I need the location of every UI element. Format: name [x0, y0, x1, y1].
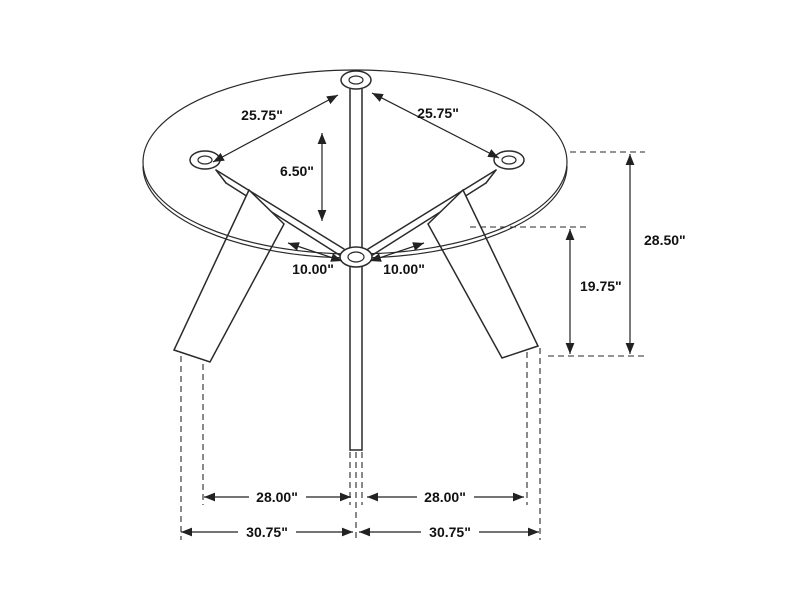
dim-apron-drop: 6.50"	[280, 133, 327, 221]
dim-label-leg-span-right: 28.00"	[424, 489, 466, 505]
dim-leg-span-left: 28.00"	[204, 489, 351, 505]
dim-label-diag-right: 25.75"	[417, 105, 459, 121]
dim-label-floor-to-frame: 19.75"	[580, 278, 622, 294]
center-post	[349, 88, 363, 451]
left-leg	[172, 188, 285, 363]
right-mount	[493, 150, 525, 170]
dim-leg-span-right: 28.00"	[367, 489, 524, 505]
dim-label-base-width-left: 30.75"	[246, 524, 288, 540]
dim-diag-right: 25.75"	[371, 92, 500, 159]
hub-mount	[339, 246, 373, 268]
dim-label-overall-height: 28.50"	[644, 232, 686, 248]
dim-label-base-width-right: 30.75"	[429, 524, 471, 540]
dim-label-diag-left: 25.75"	[241, 107, 283, 123]
dim-base-width-left: 30.75"	[181, 524, 353, 540]
table-drawing	[142, 69, 568, 451]
dim-floor-to-frame: 19.75"	[565, 229, 622, 354]
dim-label-leg-span-left: 28.00"	[256, 489, 298, 505]
dim-hub-left: 10.00"	[287, 242, 343, 277]
dim-hub-right: 10.00"	[369, 242, 425, 277]
dim-base-width-right: 30.75"	[359, 524, 539, 540]
dim-diag-left: 25.75"	[212, 94, 339, 163]
dim-label-hub-left: 10.00"	[292, 261, 334, 277]
dim-overall-height: 28.50"	[625, 154, 686, 354]
top-mount	[340, 70, 372, 90]
right-leg	[427, 188, 540, 359]
dim-label-apron-drop: 6.50"	[280, 163, 314, 179]
dim-label-hub-right: 10.00"	[383, 261, 425, 277]
